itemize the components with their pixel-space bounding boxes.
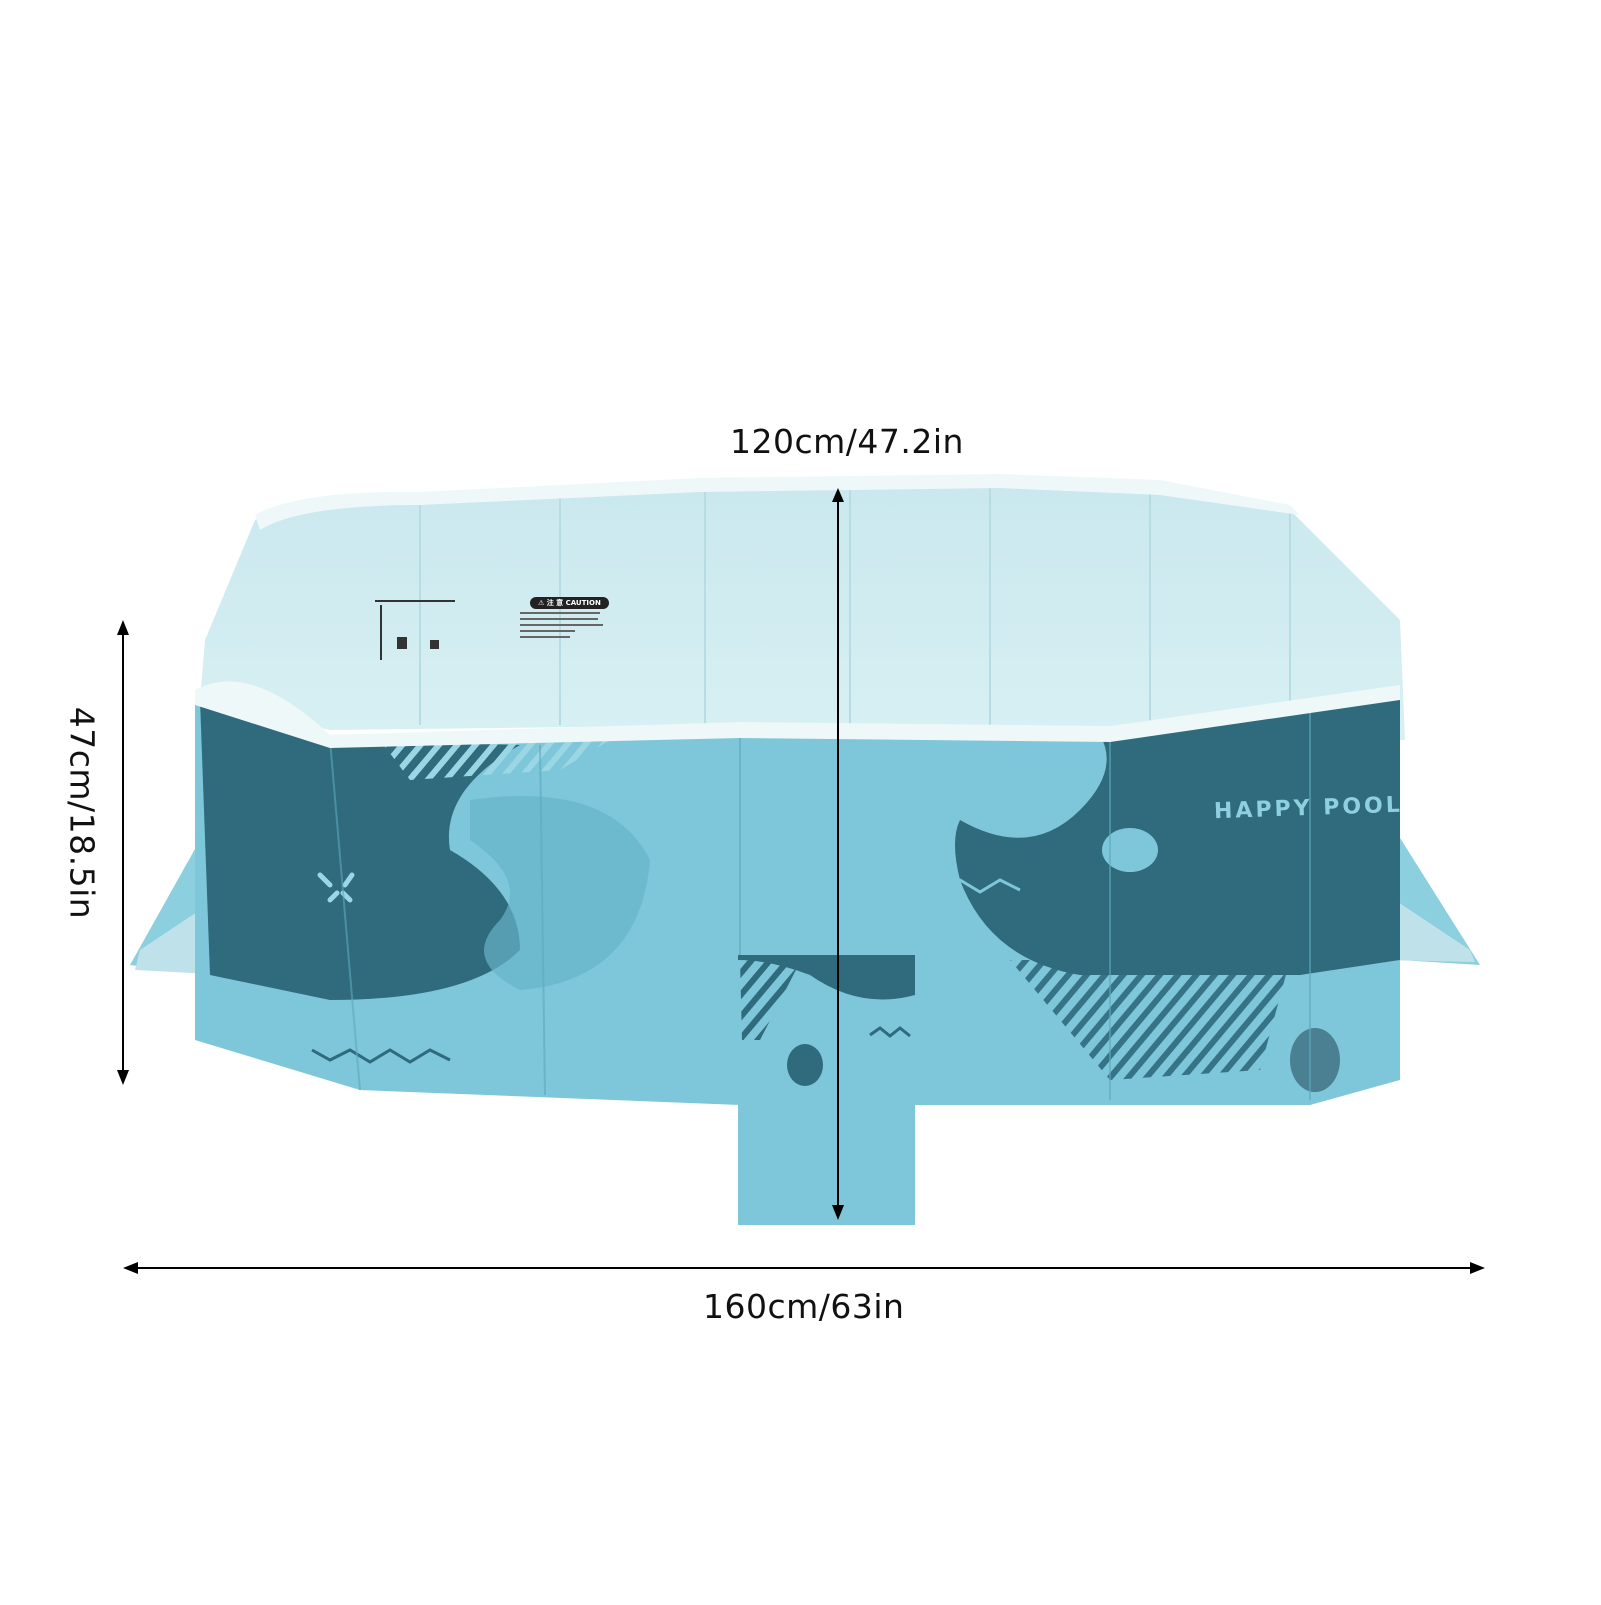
width-dimension-label: 160cm/63in [703, 1287, 905, 1326]
dimension-arrows [117, 488, 1485, 1274]
pool-rim [195, 474, 1400, 748]
right-handle [1380, 830, 1480, 965]
height-dimension-label: 47cm/18.5in [62, 706, 102, 920]
depth-dimension-label: 120cm/47.2in [730, 422, 964, 461]
caution-sticker [375, 600, 603, 660]
pool-drain-flap [738, 955, 915, 1225]
pool-inner-wall [200, 478, 1405, 740]
caution-label: ⚠ 注 意 CAUTION [530, 597, 609, 609]
pool-outer-wall [195, 690, 1400, 1105]
